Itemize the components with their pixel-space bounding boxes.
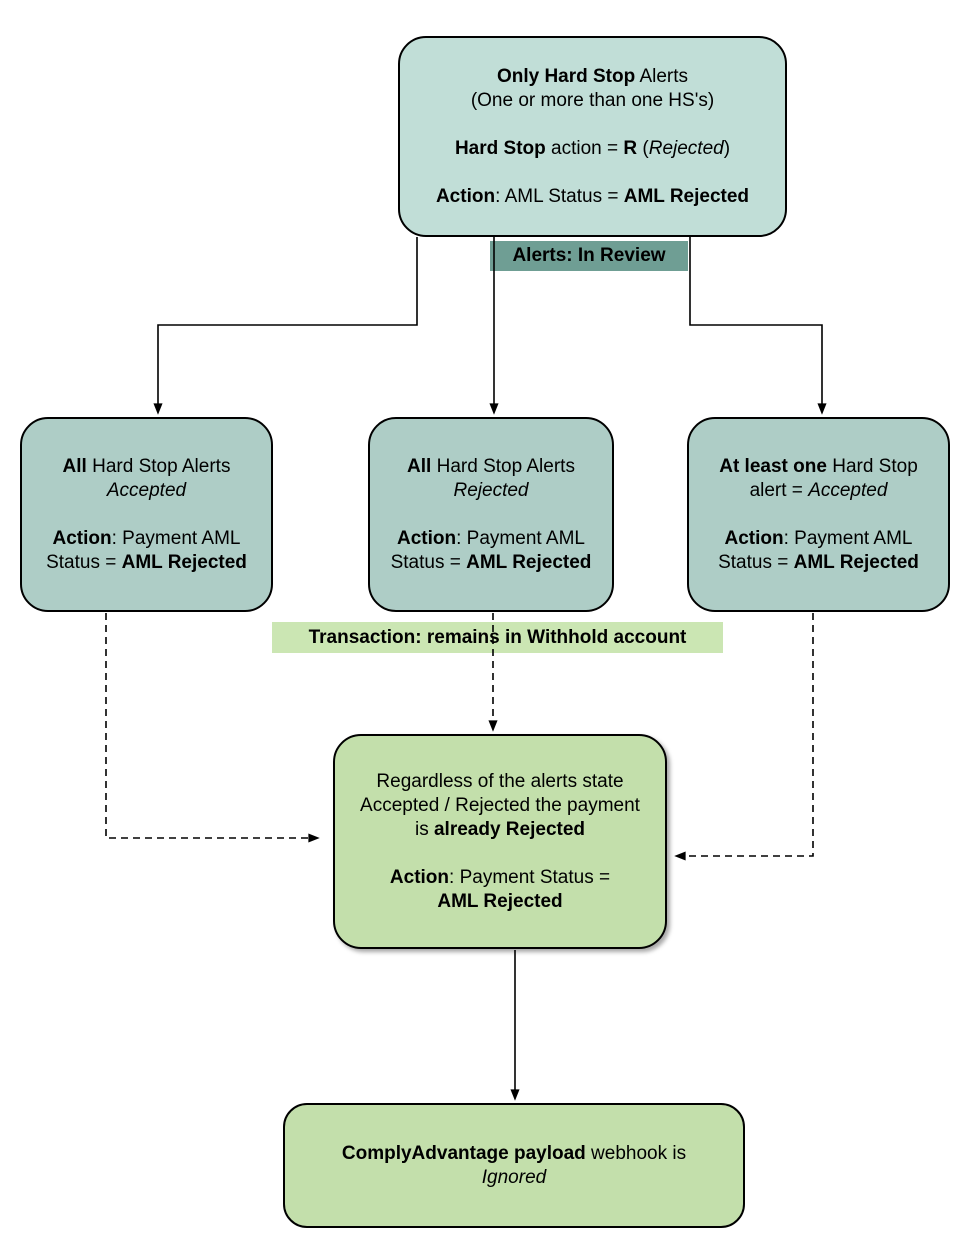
node-only-hard-stop-alerts: Only Hard Stop Alerts(One or more than o… [398,36,787,237]
edge-top-to-all-accepted [153,237,418,415]
label-alerts-in-review: Alerts: In Review [490,241,688,271]
edge-top-to-at-least-one-accepted [689,237,827,415]
label-transaction-withhold: Transaction: remains in Withhold account [272,622,723,653]
